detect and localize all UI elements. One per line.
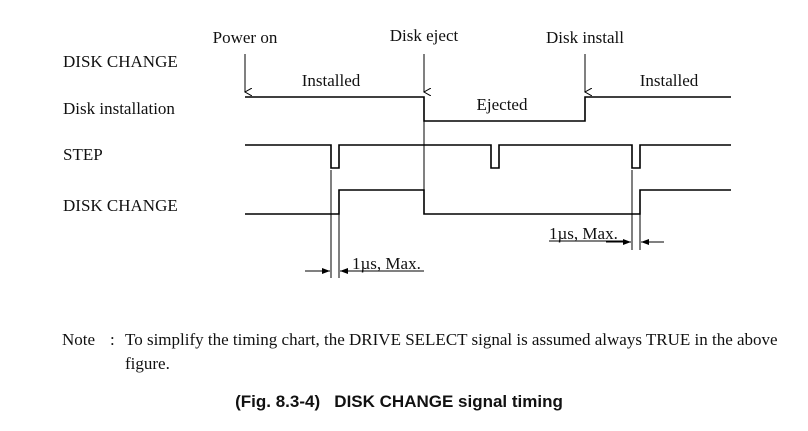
state-installed-1: Installed [302, 71, 361, 90]
note-text: To simplify the timing chart, the DRIVE … [125, 330, 778, 373]
figure-caption: (Fig. 8.3-4) DISK CHANGE signal timing [235, 392, 563, 411]
header-disk-change-label: DISK CHANGE [63, 52, 178, 71]
delay-2-label: 1µs, Max. [549, 224, 618, 243]
disk-change-waveform [245, 189, 731, 215]
step-waveform [245, 144, 731, 169]
state-ejected: Ejected [477, 95, 528, 114]
event-power-on-label: Power on [213, 28, 278, 47]
disk-installation-waveform [245, 96, 731, 122]
step-label: STEP [63, 145, 103, 164]
state-installed-2: Installed [640, 71, 699, 90]
note-label: Note [62, 330, 96, 349]
event-disk-eject-label: Disk eject [390, 26, 459, 45]
disk-installation-label: Disk installation [63, 99, 175, 118]
delay-1-label: 1µs, Max. [352, 254, 421, 273]
note-colon: : [110, 330, 115, 349]
disk-change-label: DISK CHANGE [63, 196, 178, 215]
event-disk-install-label: Disk install [546, 28, 624, 47]
